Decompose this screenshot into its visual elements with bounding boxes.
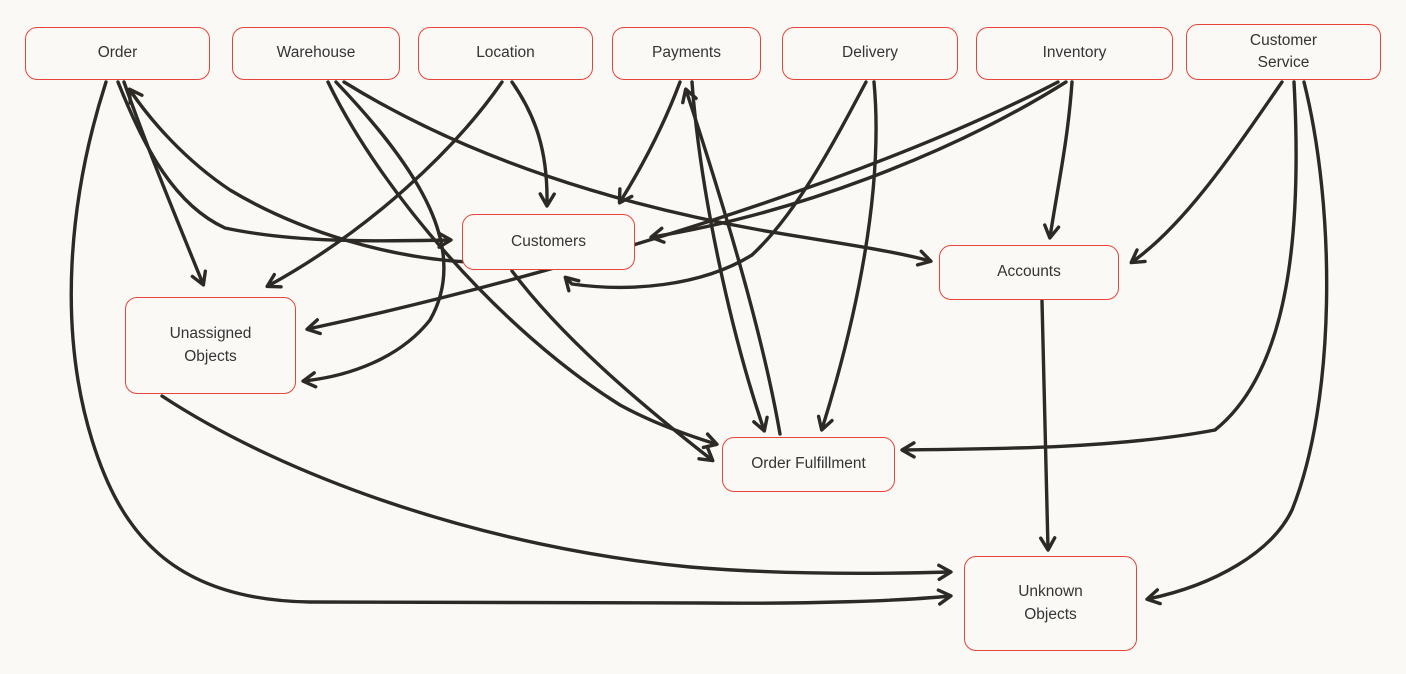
node-unassigned-objects[interactable]: Unassigned Objects [125, 297, 296, 394]
edge-order-fulfillment-to-payments [681, 87, 782, 436]
node-delivery[interactable]: Delivery [782, 27, 958, 80]
node-label: Unknown Objects [1018, 583, 1083, 623]
edge-inventory-to-customers [649, 80, 1068, 244]
edge-customers-to-order [127, 87, 470, 264]
node-label: Unassigned Objects [169, 325, 252, 365]
edge-delivery-to-order-fulfillment [816, 80, 878, 432]
node-order-fulfillment[interactable]: Order Fulfillment [722, 437, 895, 492]
node-label: Accounts [997, 263, 1061, 281]
node-label: Payments [652, 44, 721, 62]
edge-customer-service-to-accounts [1129, 80, 1284, 265]
edge-customer-service-to-unknown-objects [1145, 80, 1329, 606]
node-label: Order Fulfillment [751, 455, 866, 473]
node-payments[interactable]: Payments [612, 27, 761, 80]
edge-inventory-to-accounts [1043, 80, 1074, 240]
edge-customers-to-order-fulfillment [510, 269, 715, 463]
edge-order-to-unassigned-objects [122, 80, 208, 287]
edge-location-to-customers [510, 80, 556, 208]
edge-warehouse-to-unassigned-objects [301, 80, 446, 389]
node-accounts[interactable]: Accounts [939, 245, 1119, 300]
node-location[interactable]: Location [418, 27, 593, 80]
edge-payments-to-customers [617, 80, 682, 205]
node-customer-service[interactable]: Customer Service [1186, 24, 1381, 80]
node-label: Delivery [842, 44, 898, 62]
node-warehouse[interactable]: Warehouse [232, 27, 400, 80]
node-label: Warehouse [276, 44, 356, 62]
node-unknown-objects[interactable]: Unknown Objects [964, 556, 1137, 651]
edge-order-to-customers [116, 80, 453, 249]
edge-accounts-to-unknown-objects [1039, 299, 1057, 552]
edge-warehouse-to-accounts [342, 80, 933, 267]
node-label: Location [476, 44, 535, 62]
node-label: Customer Service [1249, 31, 1318, 71]
node-order[interactable]: Order [25, 27, 210, 80]
node-label: Inventory [1042, 44, 1107, 62]
node-inventory[interactable]: Inventory [976, 27, 1173, 80]
node-label: Order [97, 44, 138, 62]
edge-payments-to-order-fulfillment [690, 80, 769, 433]
node-label: Customers [511, 232, 586, 250]
node-customers[interactable]: Customers [462, 214, 635, 270]
